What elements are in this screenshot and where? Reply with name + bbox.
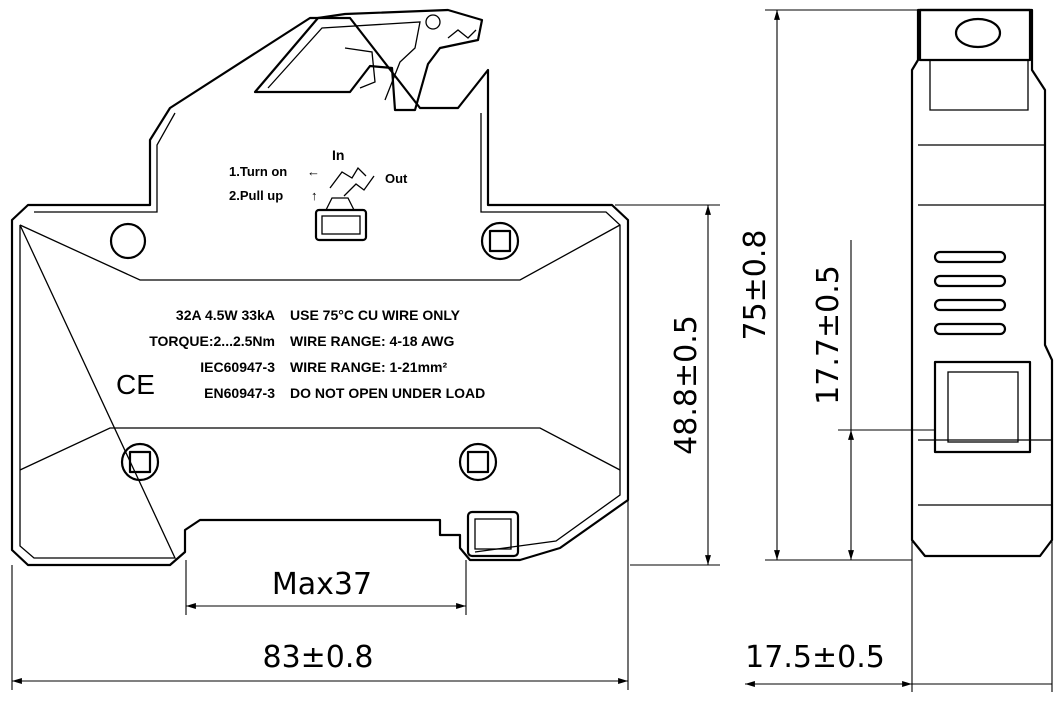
out-label: Out <box>385 171 408 186</box>
ce-mark-icon: CE <box>116 369 155 400</box>
side-body-outline <box>910 8 1054 558</box>
step2-label: 2.Pull up <box>229 188 283 203</box>
terminal-screw-bottom-left <box>120 442 160 482</box>
step1-arrow: ← <box>307 164 320 179</box>
side-view <box>910 8 1054 558</box>
front-lower-band <box>19 427 621 471</box>
side-vent-slots <box>933 250 1007 336</box>
total-height-label: 75±0.8 <box>738 229 773 340</box>
max-opening-label: Max37 <box>272 567 372 602</box>
mounting-hole <box>109 222 147 260</box>
spec-rating: 32A 4.5W 33kA <box>176 307 275 323</box>
side-terminal <box>933 360 1032 454</box>
dim-max37: Max37 <box>185 560 467 615</box>
din-clip-latch-inner <box>474 518 512 550</box>
side-body-lines <box>918 144 1052 506</box>
spec-left-column: 32A 4.5W 33kA TORQUE:2...2.5Nm IEC60947-… <box>149 307 275 401</box>
front-body-outline <box>10 16 630 567</box>
din-clip-latch <box>466 510 520 558</box>
rail-height-label: 17.7±0.5 <box>811 265 846 405</box>
terminal-screw-top-right <box>480 221 520 261</box>
fuse-handle-inner <box>267 21 421 101</box>
handle-pictogram-icon <box>314 166 375 242</box>
dim-body-height: 48.8±0.5 <box>615 204 720 566</box>
spec-wire-awg: WIRE RANGE: 4-18 AWG <box>290 333 454 349</box>
in-label: In <box>332 147 344 163</box>
spec-standard-en: EN60947-3 <box>204 385 275 401</box>
dim-rail-height: 17.7±0.5 <box>811 240 935 560</box>
spec-wire-mm2: WIRE RANGE: 1-21mm² <box>290 359 447 375</box>
side-terminal-inner <box>947 371 1019 443</box>
spec-warning: DO NOT OPEN UNDER LOAD <box>290 385 485 401</box>
front-upper-band <box>19 224 621 281</box>
handle-pivot <box>425 14 441 30</box>
dim-total-height: 75±0.8 <box>738 9 918 561</box>
spec-right-column: USE 75°C CU WIRE ONLY WIRE RANGE: 4-18 A… <box>290 307 485 401</box>
dim-total-width: 83±0.8 <box>11 500 629 690</box>
total-width-label: 83±0.8 <box>262 640 373 675</box>
side-handle-neck <box>929 60 1029 111</box>
side-handle-grip <box>954 17 1002 49</box>
spec-standard-iec: IEC60947-3 <box>200 359 275 375</box>
spec-wire-copper: USE 75°C CU WIRE ONLY <box>290 307 461 323</box>
step1-label: 1.Turn on <box>229 164 287 179</box>
front-view: In 1.Turn on ← 2.Pull up ↑ Out 32A 4.5W … <box>10 8 630 567</box>
spec-torque: TORQUE:2...2.5Nm <box>149 333 275 349</box>
body-height-label: 48.8±0.5 <box>669 315 704 455</box>
handle-grip <box>447 29 477 39</box>
side-width-label: 17.5±0.5 <box>745 640 885 675</box>
dim-side-width: 17.5±0.5 <box>745 540 1053 692</box>
step2-arrow: ↑ <box>311 188 318 203</box>
terminal-screw-bottom-right <box>458 442 498 482</box>
side-handle-top <box>918 8 1032 62</box>
